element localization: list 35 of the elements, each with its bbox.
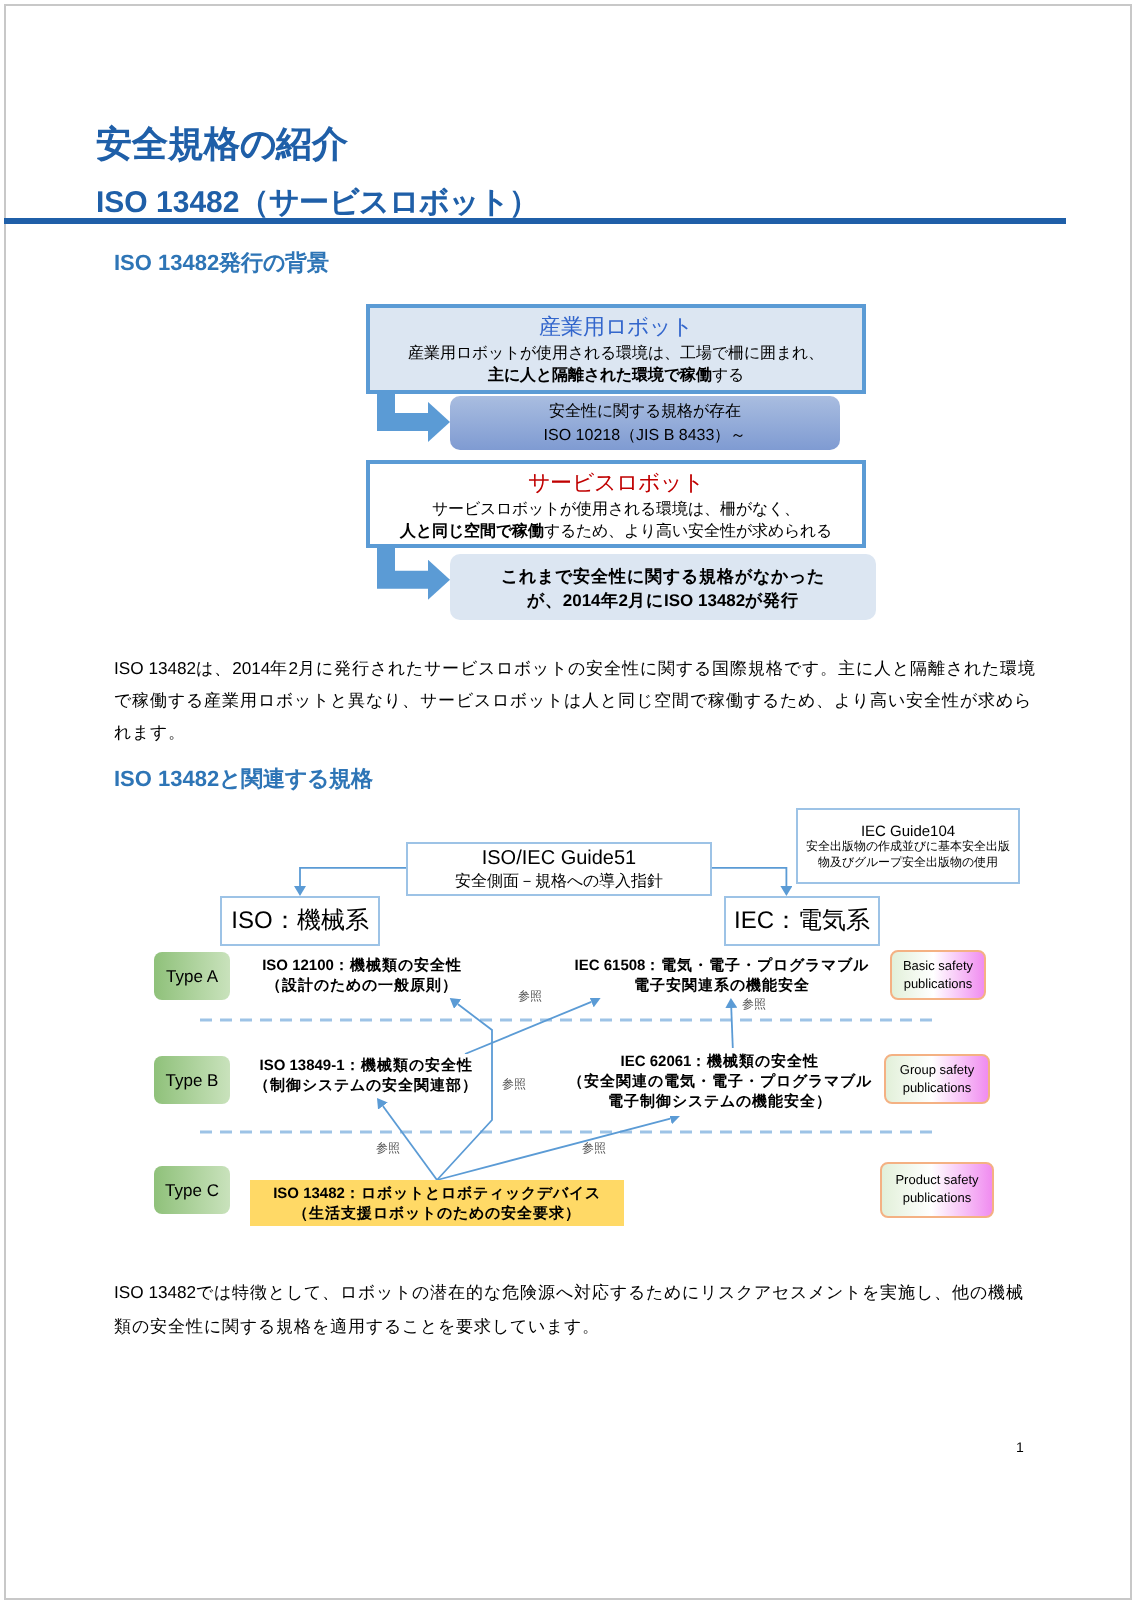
box-text: これまで安全性に関する規格がなかったが、2014年2月にISO 13482が発行	[499, 563, 827, 611]
box-heading: 産業用ロボット	[539, 313, 693, 342]
guide-box	[406, 842, 712, 896]
arrow	[725, 998, 738, 1049]
box-text: 安全側面－規格への導入指針	[455, 869, 663, 891]
arrow	[464, 996, 601, 1055]
arrow	[436, 998, 493, 1181]
arrow	[436, 1112, 680, 1181]
section-heading: ISO 13482発行の背景	[114, 249, 330, 278]
box-text: サービスロボットが使用される環境は、柵がなく、人と同じ空間で稼働するため、より高い安全性が求められる	[398, 497, 834, 541]
type-badge: Type A	[154, 952, 230, 1000]
type-badge: Type B	[154, 1056, 230, 1104]
standard-box	[250, 1180, 624, 1226]
paragraph: ISO 13482は、2014年2月に発行されたサービスロボットの安全性に関する国際規格です。主に人と隔離された環境で稼働する産業用ロボットと異なり、サービスロボットは人と同じ空間で稼働するため、より高い安全性が求められます。	[114, 656, 1038, 746]
box-text: 安全性に関する規格が存在 ISO 10218（JIS B 8433）～	[541, 399, 749, 447]
arrow	[711, 867, 793, 896]
robot-box	[366, 304, 866, 394]
category-box: ISO：機械系	[220, 896, 380, 946]
block-arrow	[377, 394, 450, 442]
paragraph: ISO 13482では特徴として、ロボットの潜在的な危険源へ対応するためにリスクアセスメントを実施し、他の機械類の安全性に関する規格を適用することを要求しています。	[114, 1280, 1027, 1340]
arrow	[377, 1098, 438, 1181]
guide-box	[796, 808, 1020, 884]
robot-box	[366, 460, 866, 548]
box-heading: ISO/IEC Guide51	[481, 847, 637, 869]
result-box	[450, 554, 876, 620]
block-arrow	[377, 548, 450, 600]
page-title: 安全規格の紹介	[96, 122, 348, 168]
section-heading: ISO 13482と関連する規格	[114, 765, 374, 794]
category-box: IEC：電気系	[724, 896, 880, 946]
box-text: 産業用ロボットが使用される環境は、工場で柵に囲まれ、主に人と隔離された環境で稼働する	[406, 342, 826, 386]
subtitle: ISO 13482（サービスロボット）	[96, 184, 540, 222]
box-heading: サービスロボット	[528, 469, 704, 497]
result-box	[450, 396, 840, 450]
arrow	[294, 867, 407, 896]
type-badge: Type C	[154, 1166, 230, 1214]
